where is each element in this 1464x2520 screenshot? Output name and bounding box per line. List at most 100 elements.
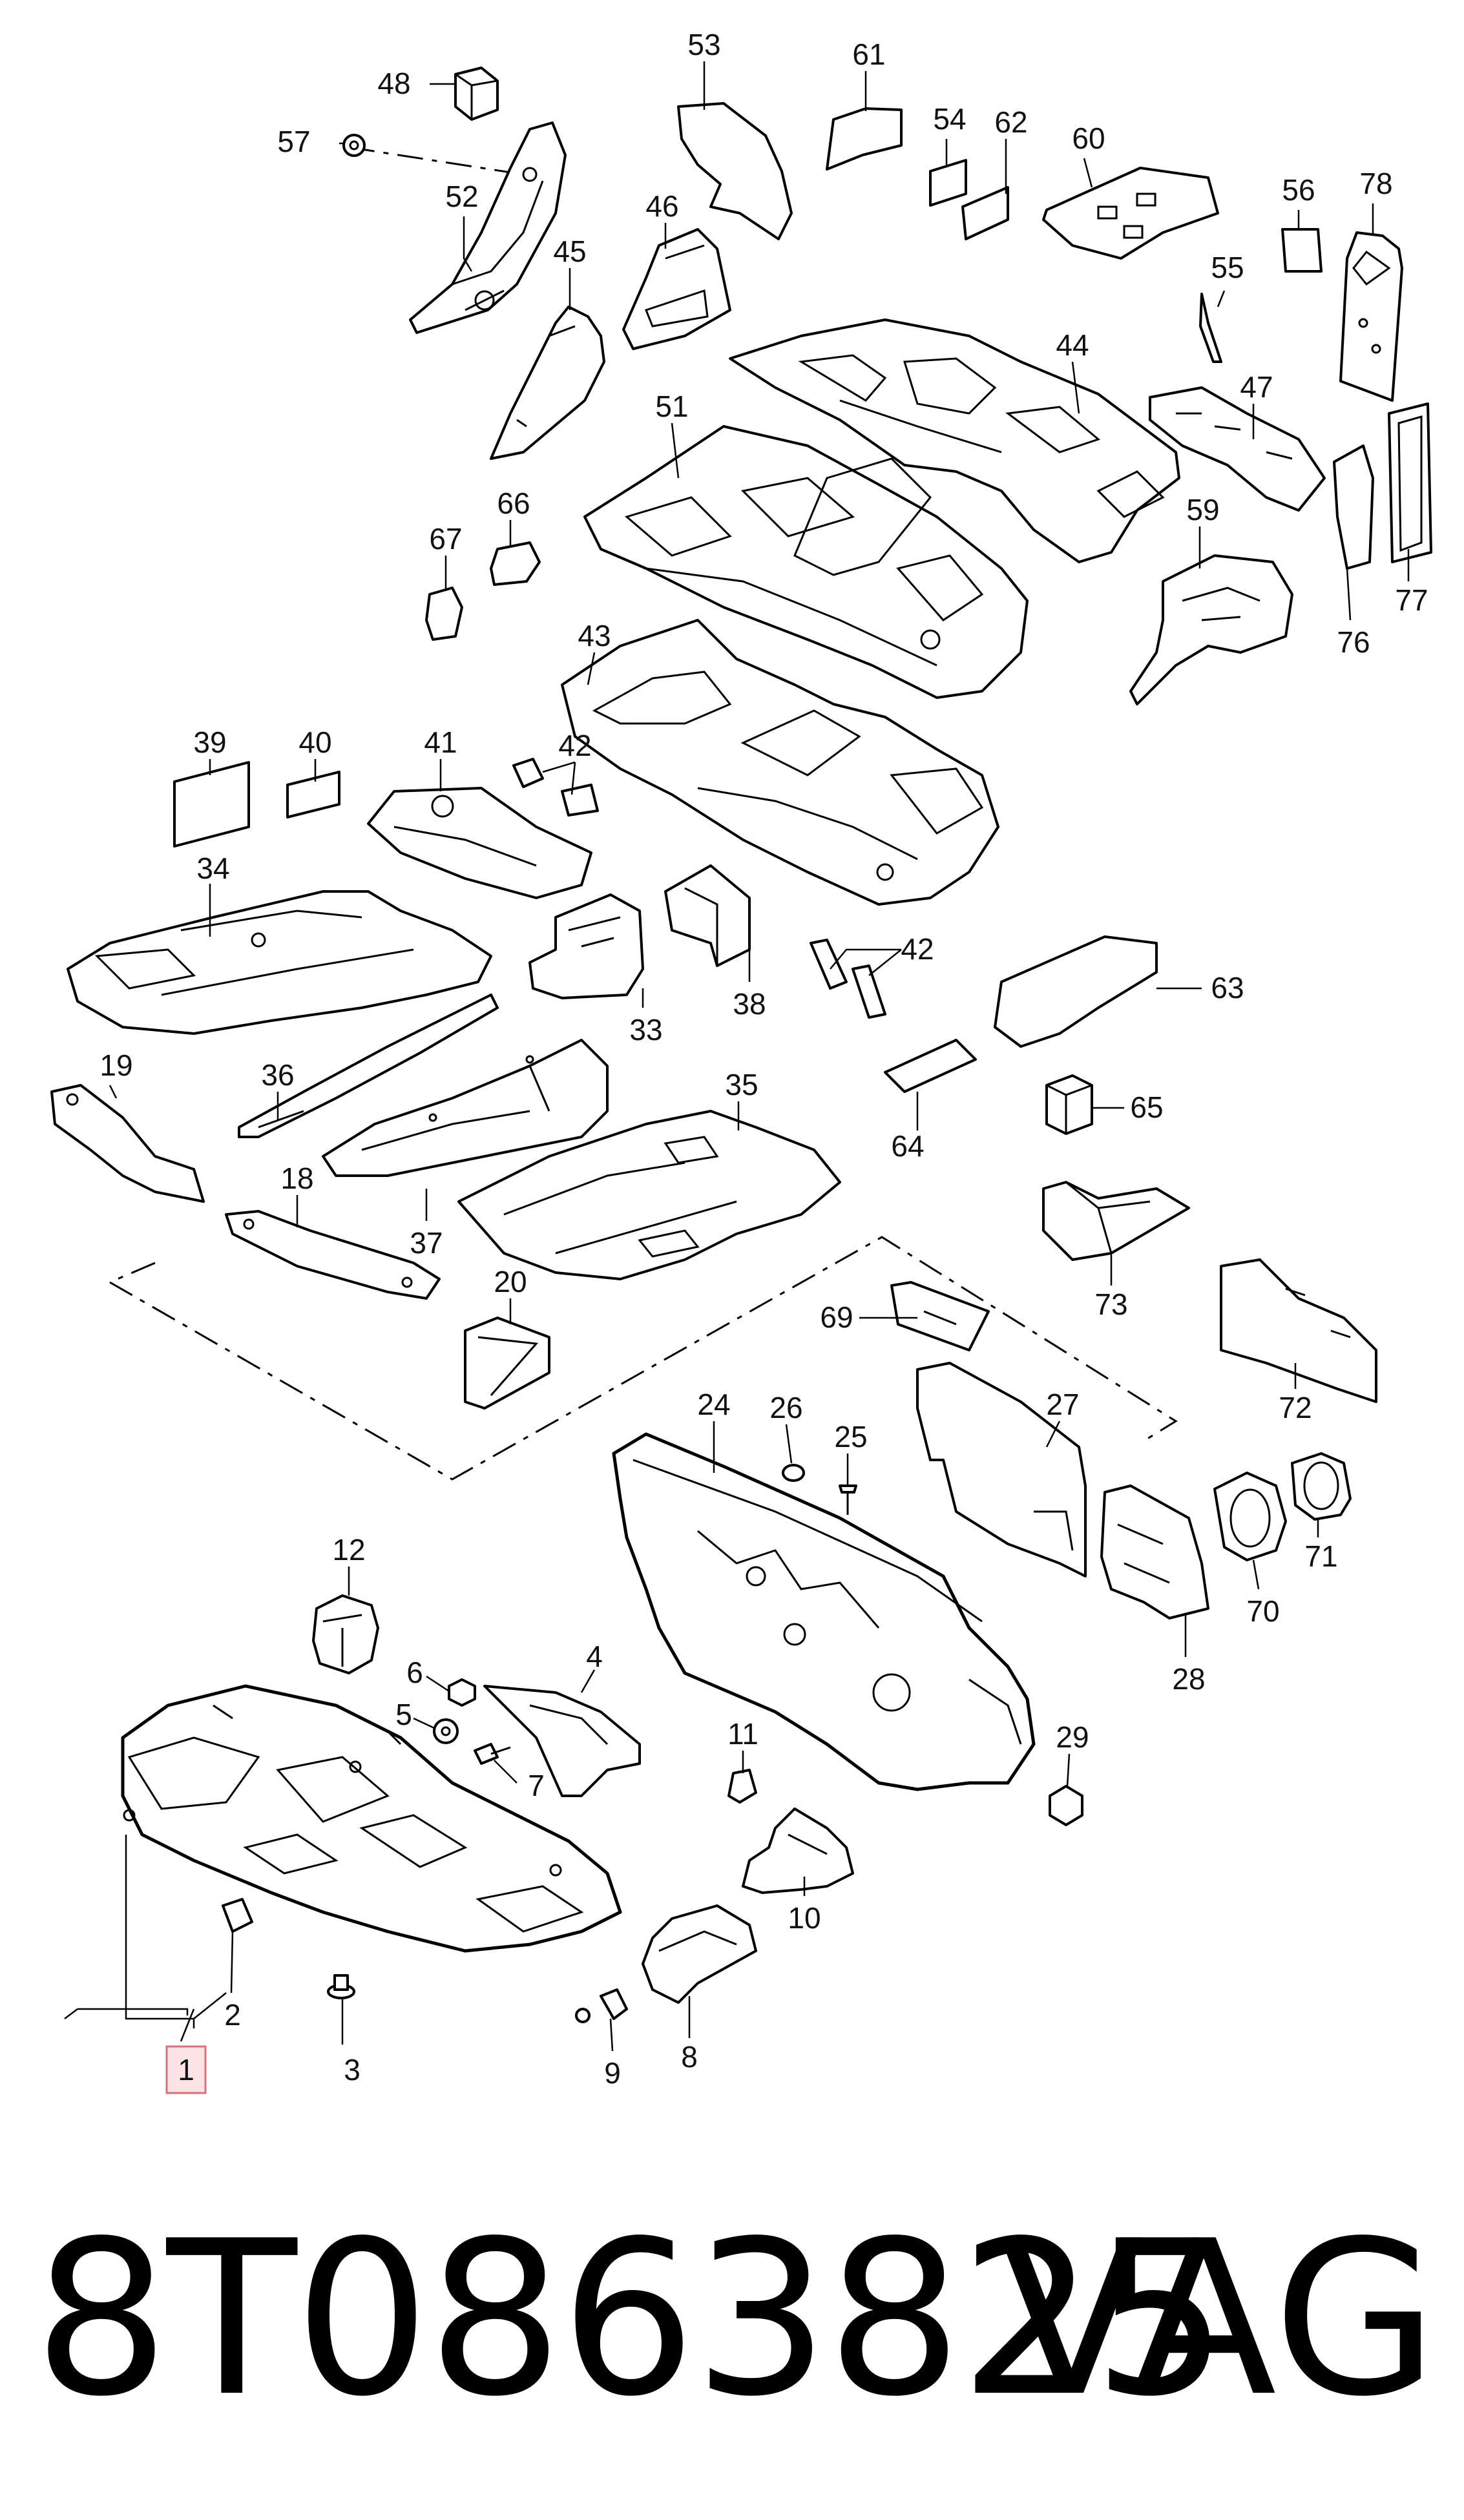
part-5-washer — [433, 1718, 459, 1744]
part-47-strip — [1149, 386, 1326, 512]
callout-24: 24 — [697, 1388, 730, 1421]
part-60-panel — [1042, 167, 1219, 260]
part-3-clip — [327, 1974, 355, 1999]
part-61-pad — [826, 107, 903, 171]
callout-63: 63 — [1211, 971, 1244, 1005]
exploded-parts-diagram: 1 2 3 4 5 6 7 8 9 10 11 12 18 19 20 24 2… — [50, 28, 1432, 2094]
part-34-floor-panel — [67, 890, 492, 1035]
part-41-panel — [367, 787, 592, 899]
callout-39: 39 — [193, 725, 226, 759]
part-19-strip — [50, 1084, 205, 1203]
callout-10: 10 — [788, 1901, 821, 1935]
part-52-bracket — [409, 121, 567, 334]
callout-77: 77 — [1395, 583, 1428, 617]
callout-55: 55 — [1211, 251, 1244, 284]
part-76-panel — [1333, 444, 1374, 570]
callout-35: 35 — [725, 1068, 758, 1101]
callout-2: 2 — [224, 1998, 241, 2032]
part-42-pads-upper — [512, 758, 599, 817]
callout-45: 45 — [553, 234, 586, 268]
part-73-block — [1042, 1181, 1190, 1261]
part-63-pad — [994, 935, 1158, 1048]
footer: 8T0863825 VAG — [0, 2171, 1464, 2468]
group-boundary-lines — [109, 146, 1178, 1481]
callout-20: 20 — [494, 1265, 527, 1298]
callout-9: 9 — [604, 2056, 621, 2090]
part-28-panel — [1100, 1484, 1209, 1619]
part-67-pad — [425, 587, 463, 641]
callout-64: 64 — [891, 1129, 924, 1163]
callout-70: 70 — [1246, 1594, 1279, 1628]
part-4-bracket — [483, 1685, 641, 1797]
part-27-panel — [916, 1362, 1087, 1578]
part-6-nut — [448, 1678, 476, 1707]
callout-11: 11 — [727, 1717, 758, 1751]
part-18-strip — [225, 1210, 441, 1300]
part-65-block — [1045, 1074, 1093, 1135]
callout-26: 26 — [769, 1391, 802, 1424]
part-10-bracket — [742, 1807, 854, 1894]
part-1-engine-shield — [121, 1684, 622, 1953]
callout-34: 34 — [196, 851, 229, 885]
callout-67: 67 — [429, 522, 462, 556]
part-62-pad — [961, 186, 1009, 240]
brand-label: VAG — [998, 2195, 1438, 2443]
callout-51: 51 — [655, 390, 688, 423]
callout-46: 46 — [645, 189, 678, 223]
callout-71: 71 — [1304, 1539, 1337, 1573]
callout-4: 4 — [586, 1640, 603, 1673]
callout-62: 62 — [994, 105, 1027, 139]
callout-38: 38 — [733, 987, 766, 1021]
part-37-floor-panel — [322, 1039, 609, 1177]
callout-54: 54 — [933, 102, 966, 136]
callout-33: 33 — [629, 1013, 662, 1047]
callout-73: 73 — [1094, 1287, 1127, 1321]
part-42-pads-lower — [810, 939, 886, 1019]
callout-53: 53 — [687, 28, 720, 61]
callout-7: 7 — [528, 1769, 545, 1802]
part-26-grommet — [782, 1464, 805, 1482]
part-57-clip — [342, 134, 366, 157]
callout-3: 3 — [344, 2053, 361, 2087]
callout-37: 37 — [410, 1226, 443, 1260]
callout-43: 43 — [578, 619, 611, 652]
callout-56: 56 — [1282, 173, 1315, 207]
part-53-panel — [677, 102, 793, 240]
callout-72: 72 — [1279, 1391, 1312, 1424]
callout-66: 66 — [497, 486, 530, 520]
callout-18: 18 — [280, 1161, 313, 1195]
part-11-clip — [727, 1769, 757, 1804]
callout-65: 65 — [1130, 1090, 1163, 1124]
part-48-cube — [454, 67, 499, 121]
part-40-pad — [286, 771, 340, 818]
part-72-panel — [1220, 1258, 1377, 1403]
part-29-plug — [1049, 1785, 1083, 1826]
part-51-floor-panel — [583, 425, 1029, 699]
part-55-strip — [1199, 293, 1222, 363]
part-43-floor-panel — [561, 619, 999, 906]
callout-36: 36 — [261, 1058, 294, 1092]
callout-60: 60 — [1072, 121, 1105, 155]
callout-47: 47 — [1240, 370, 1273, 404]
part-25-screw — [839, 1484, 857, 1515]
callout-12: 12 — [332, 1533, 365, 1567]
part-71-ring — [1291, 1452, 1352, 1521]
part-35-floor-panel — [457, 1110, 841, 1280]
callout-61: 61 — [852, 37, 885, 71]
part-78-panel — [1339, 231, 1403, 402]
callout-59: 59 — [1186, 493, 1219, 526]
callout-27: 27 — [1046, 1388, 1079, 1421]
leader-lines — [64, 61, 1410, 2052]
callout-5: 5 — [395, 1698, 412, 1731]
callout-40: 40 — [298, 725, 331, 759]
part-33-block — [528, 893, 644, 999]
part-8-duct — [642, 1904, 757, 2004]
callout-29: 29 — [1056, 1720, 1089, 1754]
diagram-canvas: 1 2 3 4 5 6 7 8 9 10 11 12 18 19 20 24 2… — [50, 28, 1432, 2094]
part-2-clip — [222, 1898, 253, 1933]
callout-78: 78 — [1359, 167, 1392, 200]
part-46-duct — [622, 228, 731, 350]
callout-8: 8 — [681, 2040, 698, 2074]
callout-42-lower: 42 — [901, 932, 934, 966]
part-70-ring — [1213, 1472, 1287, 1561]
